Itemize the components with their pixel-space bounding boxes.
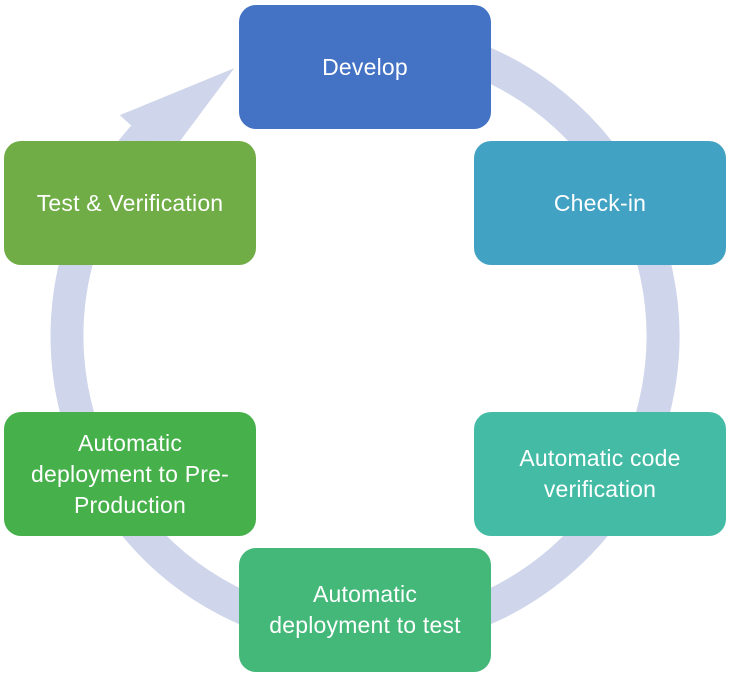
stage-automatic-deployment-to-pre-production: Automatic deployment to Pre-Production (4, 412, 256, 536)
stage-develop: Develop (239, 5, 491, 129)
stage-check-in: Check-in (474, 141, 726, 265)
stage-automatic-deployment-to-test: Automatic deployment to test (239, 548, 491, 672)
cycle-arrowhead-icon (119, 68, 235, 159)
stage-test-and-verification: Test & Verification (4, 141, 256, 265)
stage-automatic-code-verification: Automatic code verification (474, 412, 726, 536)
